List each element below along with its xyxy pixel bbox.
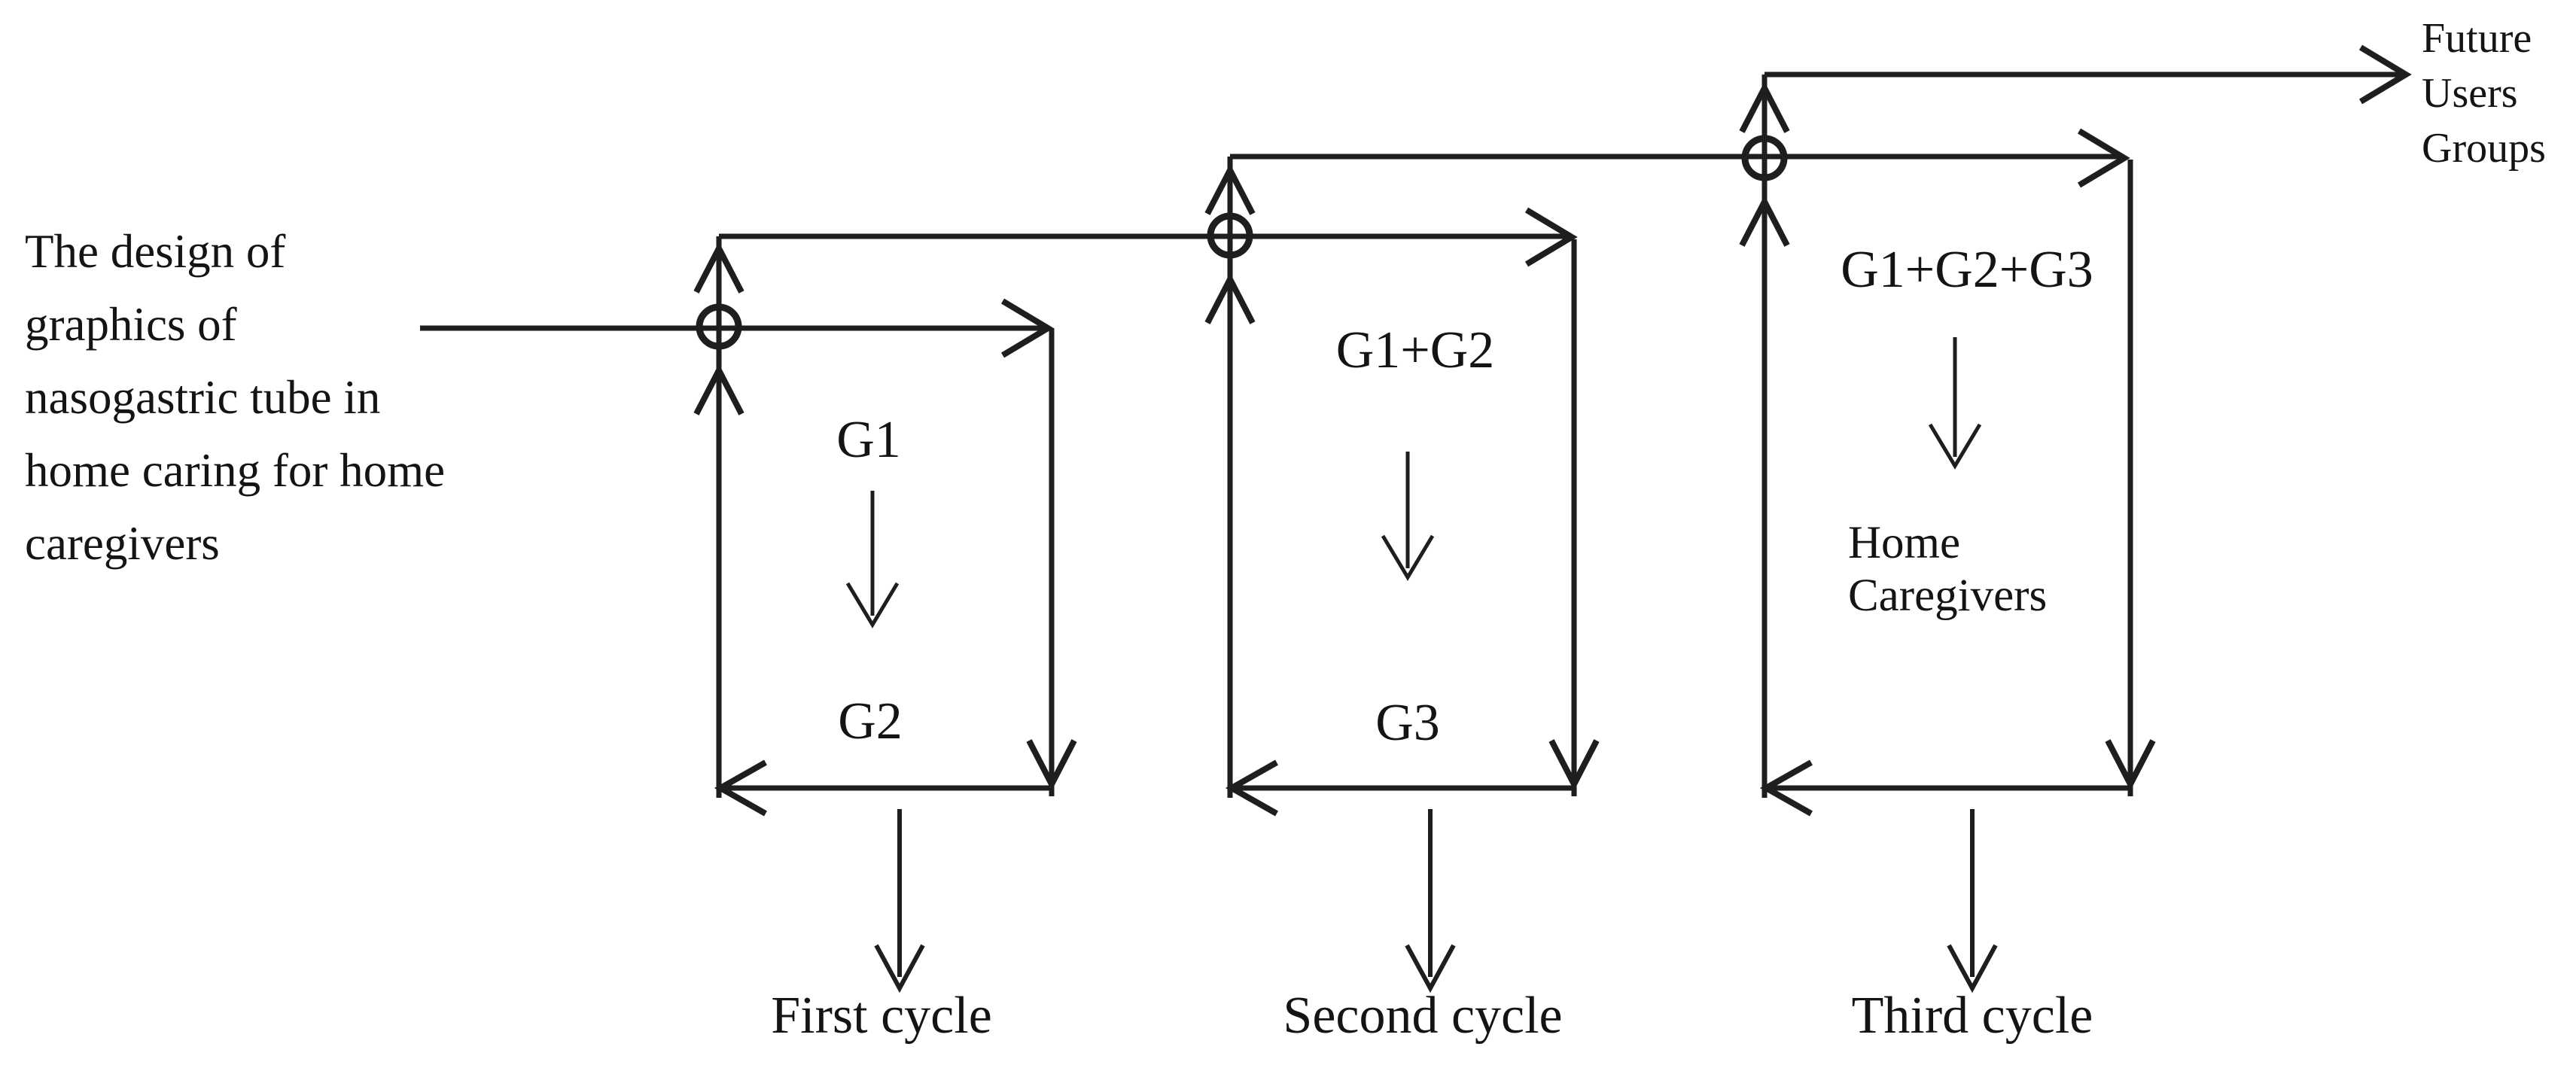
- project-description-line: The design of: [25, 225, 286, 278]
- cycle1-caption: First cycle: [771, 987, 992, 1045]
- cycle2-output-label: G3: [1375, 694, 1440, 752]
- cycle3-output-label-line2: Caregivers: [1848, 571, 2048, 621]
- future-users-line: Users: [2422, 70, 2518, 117]
- arrowhead-up-cycle1-below-circle-icon: [693, 364, 744, 415]
- arrowhead-up-cycle1-top-icon: [693, 242, 744, 294]
- project-description-line: nasogastric tube in: [25, 371, 381, 424]
- cycle1-output-label: G2: [838, 692, 903, 750]
- arrowhead-down-cycle1-right-icon: [1026, 739, 1077, 791]
- project-description-line: caregivers: [25, 517, 220, 570]
- cycle3-input-label: G1+G2+G3: [1841, 241, 2093, 299]
- cycle2-input-label: G1+G2: [1335, 321, 1495, 379]
- arrowhead-up-cycle3-below-circle-icon: [1739, 195, 1790, 247]
- cycle2-caption-arrowhead-down-icon: [1405, 944, 1456, 993]
- cycle1-caption-arrowhead-down-icon: [874, 944, 925, 993]
- junction-circle-cycle1: [696, 303, 742, 350]
- cycle3-caption-arrowhead-down-icon: [1947, 944, 1998, 993]
- cycle3-output-label: Home Caregivers: [1848, 517, 2047, 622]
- arrowhead-left-cycle2-bottom-icon: [1225, 759, 1278, 817]
- arrowhead-left-cycle1-bottom-icon: [714, 759, 767, 817]
- cycle2-caption: Second cycle: [1283, 987, 1563, 1045]
- future-users-line: Future: [2422, 15, 2532, 62]
- project-description: The design of graphics of nasogastric tu…: [25, 215, 445, 580]
- arrowhead-down-cycle3-right-icon: [2105, 739, 2156, 791]
- cycle1-input-label: G1: [836, 411, 901, 469]
- arrowhead-up-cycle2-below-circle-icon: [1204, 272, 1256, 324]
- cycle3-output-label-line1: Home: [1848, 518, 1961, 568]
- project-description-line: home caring for home: [25, 444, 446, 497]
- cycle3-caption: Third cycle: [1851, 987, 2093, 1045]
- future-users-groups-label: Future Users Groups: [2422, 11, 2546, 176]
- arrowhead-left-cycle3-bottom-icon: [1759, 759, 1813, 817]
- arrowhead-up-cycle2-top-icon: [1204, 163, 1256, 215]
- cycle3-inner-arrowhead-down-icon: [1928, 423, 1982, 470]
- junction-circle-cycle3: [1741, 135, 1788, 181]
- arrowhead-right-future-users-icon: [2358, 44, 2412, 105]
- arrowhead-right-cycle2-icon: [1524, 207, 1578, 267]
- arrowhead-right-cycle1-icon: [1000, 298, 1054, 358]
- future-users-line: Groups: [2422, 125, 2546, 172]
- project-description-line: graphics of: [25, 298, 237, 351]
- junction-circle-cycle2: [1207, 212, 1253, 259]
- arrowhead-down-cycle2-right-icon: [1548, 739, 1600, 791]
- cycle1-inner-arrowhead-down-icon: [845, 582, 900, 628]
- arrowhead-right-cycle3-icon: [2077, 128, 2130, 188]
- cycle2-inner-arrowhead-down-icon: [1381, 534, 1435, 581]
- arrowhead-up-cycle3-top-icon: [1739, 81, 1790, 133]
